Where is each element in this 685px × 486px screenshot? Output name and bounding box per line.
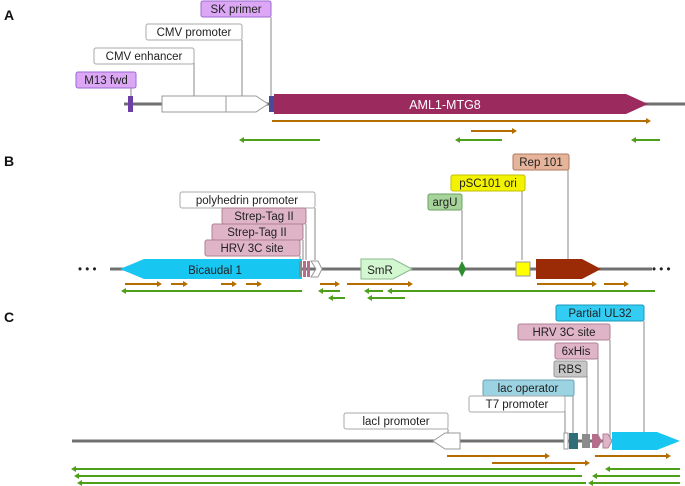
panel-c-primers [71, 453, 680, 486]
hrv-c-label: HRV 3C site [532, 327, 595, 339]
argu-tag [427, 193, 463, 211]
bicaudal-arrow [120, 259, 302, 279]
panel-a: A AML1-MTG8 SK primer CMV promoter CMV e… [4, 0, 685, 143]
rbs-label: RBS [558, 364, 582, 376]
panel-b-letter: B [4, 153, 14, 169]
primer-a-rev-3-head [631, 137, 636, 143]
hrv-b-label: HRV 3C site [220, 243, 283, 255]
strep-marker-b1 [303, 261, 306, 277]
psc101-tag [450, 174, 526, 192]
panel-c-leaders [447, 321, 645, 441]
partial-ul32-tag [555, 304, 645, 322]
panel-c-letter: C [4, 309, 14, 325]
rep101-arrow [536, 259, 601, 279]
cmv-enhancer-label: CMV enhancer [106, 51, 183, 63]
lac-operator-box [569, 433, 578, 449]
cmv-enhancer-tag [93, 47, 195, 65]
t7-promoter-marker [563, 432, 569, 450]
cmv-enhancer-feature [161, 95, 227, 113]
his-label: 6xHis [562, 346, 591, 358]
rbs-tag [553, 360, 588, 378]
strep1-label: Strep-Tag II [234, 211, 293, 223]
rep101-label: Rep 101 [519, 157, 562, 169]
primer-a-rev-2-head [455, 137, 460, 143]
sk-primer-marker [269, 96, 274, 112]
m13-fwd-tag [75, 71, 137, 89]
laci-promoter-tag [343, 412, 449, 430]
argu-label: argU [433, 197, 458, 209]
primer-a-fwd-2-head [512, 128, 517, 134]
partial-ul32-arrow [612, 432, 680, 450]
rep101-tag [512, 153, 570, 171]
t7-promoter-label: T7 promoter [486, 399, 549, 411]
his-arrow [592, 434, 602, 448]
panel-c: C Partial UL32 HRV 3C site 6xHis RBS [4, 304, 680, 486]
panel-a-leaders [130, 17, 272, 97]
bicaudal-label: Bicaudal 1 [188, 265, 242, 277]
panel-b: B • • • • • • Bicaudal 1 SmR [4, 153, 670, 301]
cmv-promoter-label: CMV promoter [157, 27, 232, 39]
lac-operator-label: lac operator [498, 383, 559, 395]
polyhedrin-label: polyhedrin promoter [196, 195, 298, 207]
ellipsis-right: • • • [652, 264, 670, 276]
cmv-promoter-tag [145, 23, 243, 41]
primer-a-fwd-1-head [646, 118, 651, 124]
primer-a-rev-1-head [239, 137, 244, 143]
t7-promoter-tag [468, 395, 566, 413]
sk-primer-label: SK primer [210, 4, 261, 16]
psc101-ori-marker [515, 261, 531, 277]
laci-promoter-label: lacI promoter [362, 416, 429, 428]
polyhedrin-arrow [310, 260, 323, 278]
rbs-box [582, 434, 590, 448]
sk-primer-tag [200, 0, 272, 18]
ellipsis-left: • • • [78, 264, 96, 276]
m13-fwd-label: M13 fwd [84, 75, 127, 87]
argu-marker [458, 261, 466, 277]
smr-label: SmR [367, 265, 393, 277]
strep2-label: Strep-Tag II [227, 227, 286, 239]
panel-b-primers [121, 281, 655, 301]
hrv-marker-b [299, 261, 302, 277]
hrv-c-arrow [602, 433, 613, 449]
aml1-mtg8-label: AML1-MTG8 [409, 98, 481, 112]
m13-fwd-marker [128, 96, 133, 112]
hrv-b-tag [204, 239, 301, 257]
smr-arrow [360, 258, 414, 280]
panel-a-primers [239, 118, 660, 143]
laci-promoter-arrow [432, 432, 461, 450]
psc101-label: pSC101 ori [459, 178, 517, 190]
aml1-mtg8-arrow [274, 94, 648, 114]
panel-a-letter: A [4, 7, 14, 23]
partial-ul32-label: Partial UL32 [568, 308, 631, 320]
cmv-promoter-arrow [225, 95, 269, 113]
panel-b-leaders [299, 169, 569, 260]
strep-marker-b2 [307, 261, 310, 277]
hrv-c-tag [517, 323, 611, 341]
his-tag [554, 342, 599, 360]
